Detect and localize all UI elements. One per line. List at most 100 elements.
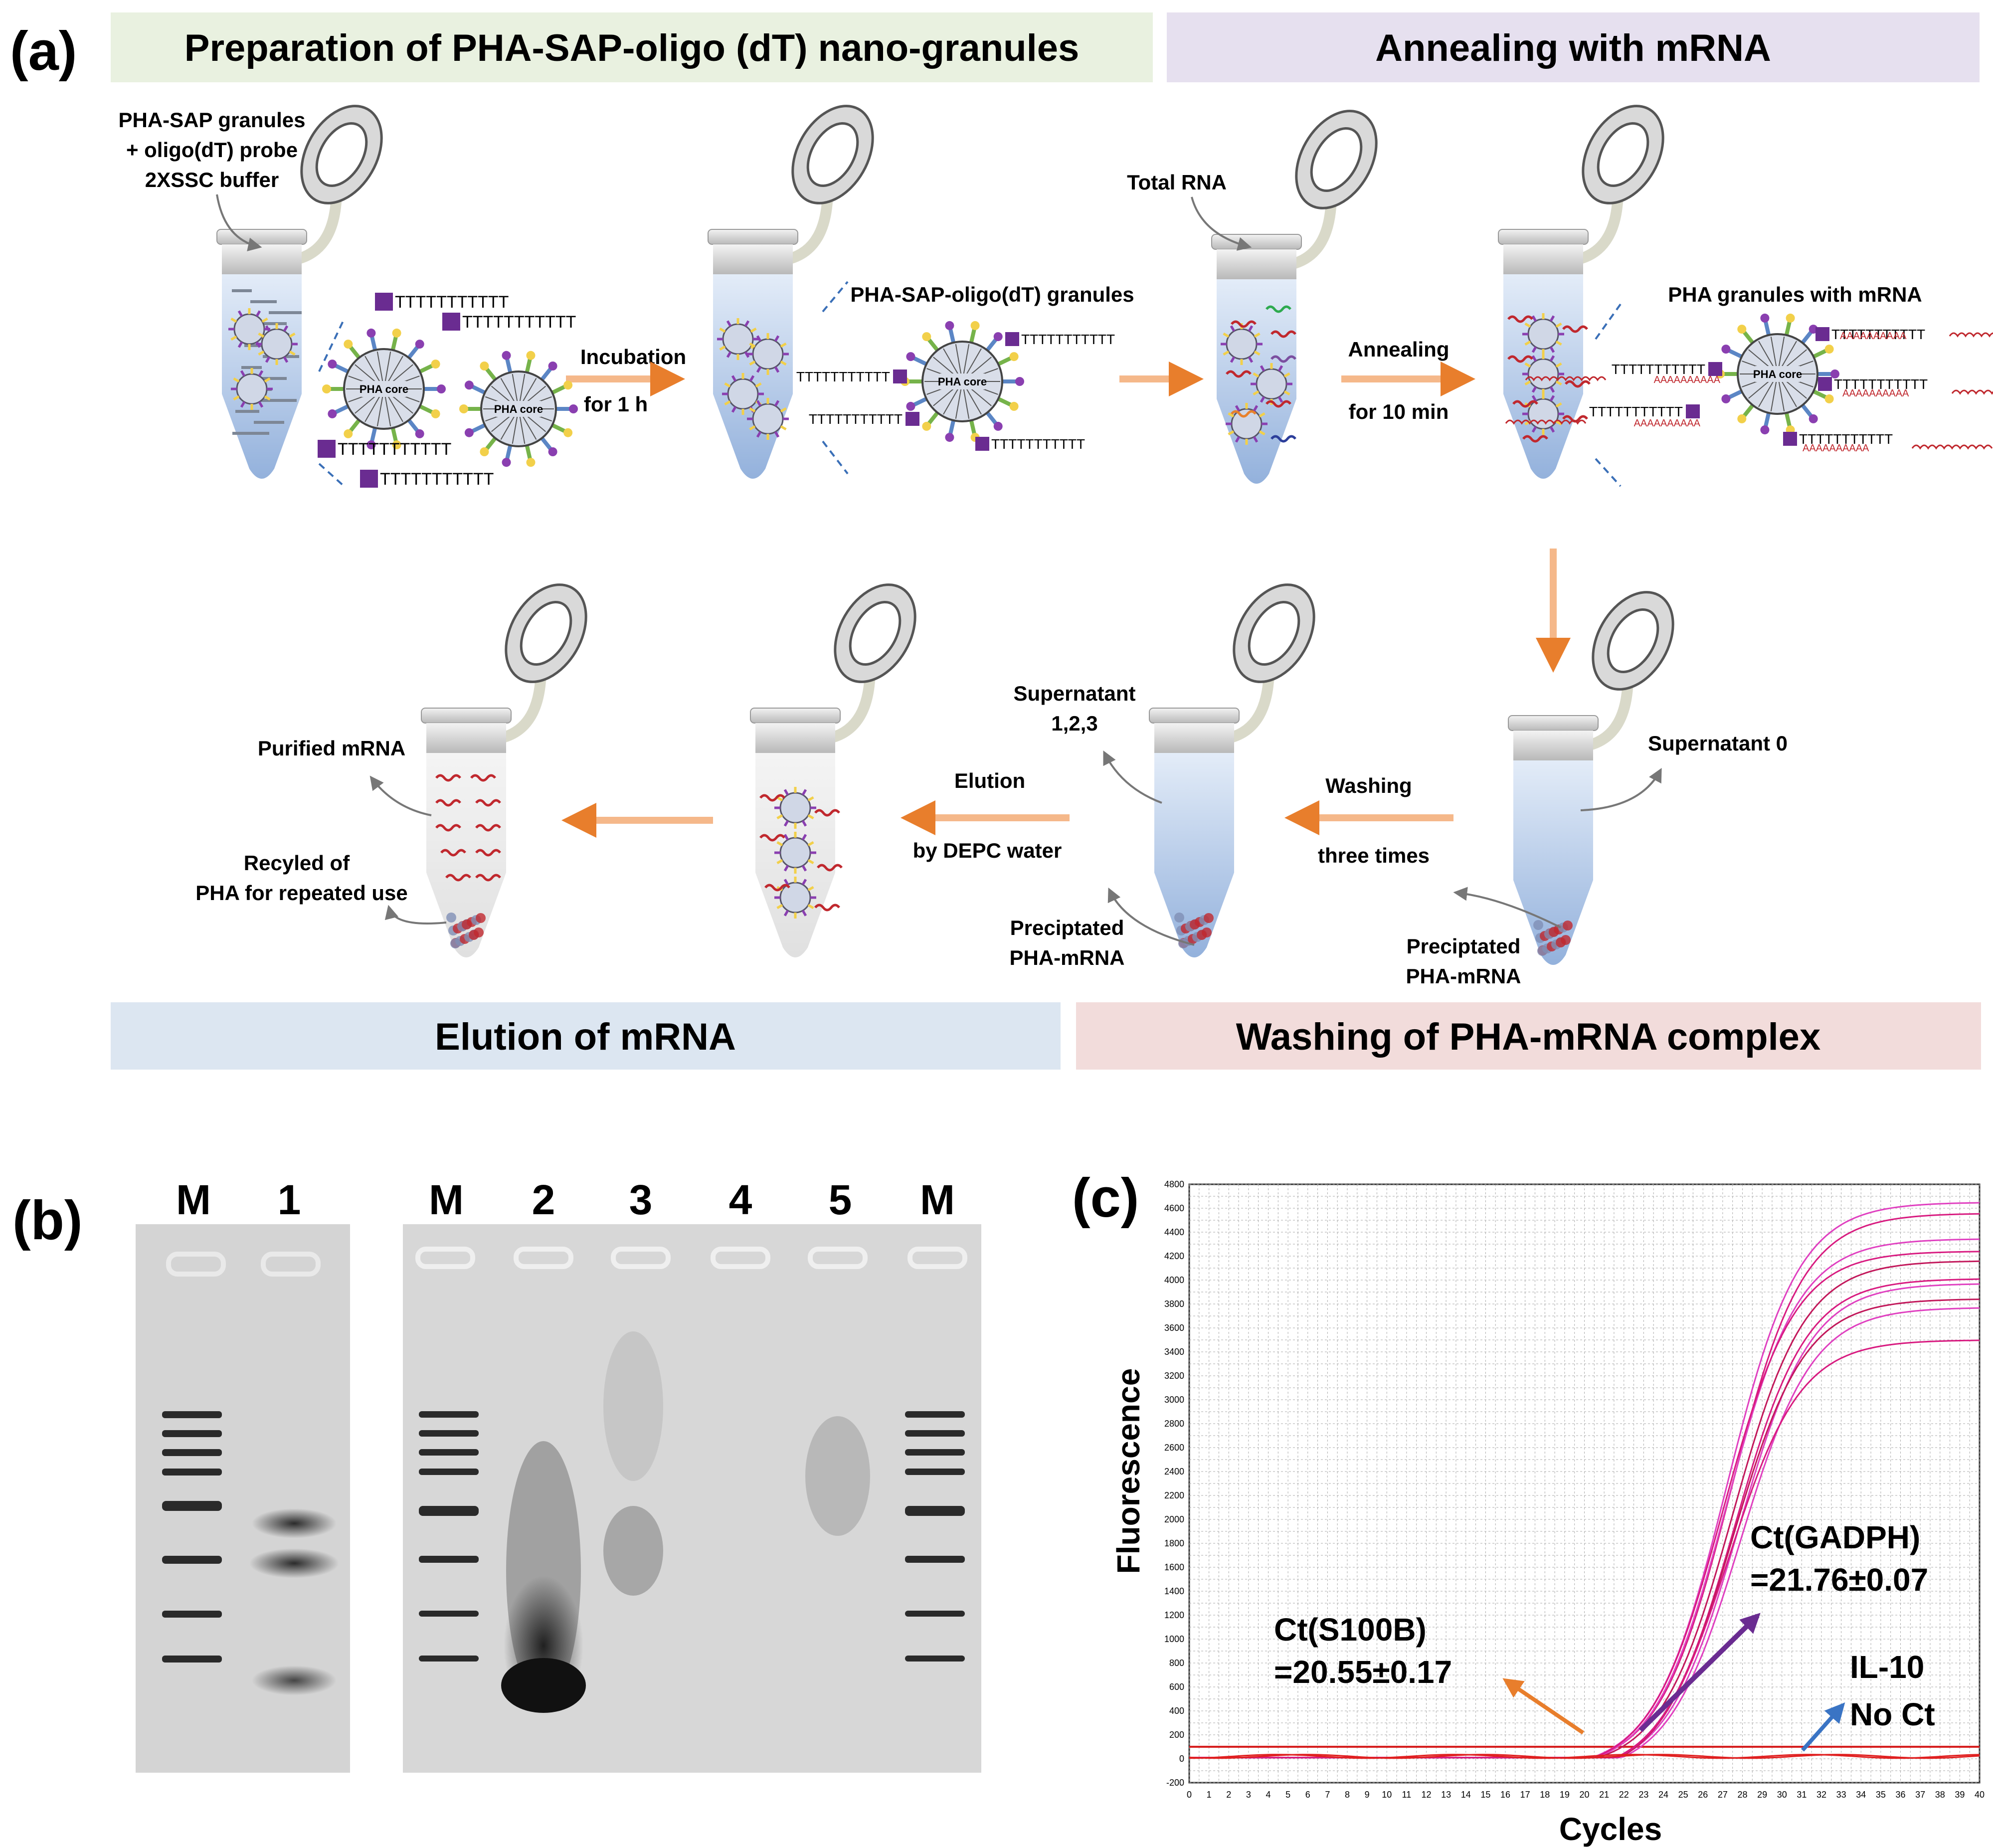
x-tick-label: 3: [1246, 1790, 1251, 1800]
y-tick-label: 4000: [1164, 1275, 1184, 1285]
step1-label-1: Incubation: [580, 345, 686, 369]
gel2-lane-m1: M: [429, 1176, 464, 1223]
x-tick-label: 15: [1480, 1790, 1490, 1800]
loose-oligo-probe: [318, 440, 336, 458]
x-tick-label: 9: [1365, 1790, 1370, 1800]
zoom-connector: [318, 463, 345, 487]
y-tick-label: 4800: [1164, 1179, 1184, 1189]
loose-oligo-probe: [360, 470, 378, 488]
gel2-ladder-band: [905, 1611, 965, 1617]
y-tick-label: 3200: [1164, 1371, 1184, 1381]
polyA-label: AAAAAAAAAA: [1840, 331, 1907, 342]
x-tick-label: 29: [1757, 1790, 1767, 1800]
gel-1: [136, 1224, 350, 1773]
gel1-band-28s: [252, 1508, 337, 1538]
y-tick-label: 1600: [1164, 1562, 1184, 1572]
gel2-ladder-band: [905, 1411, 965, 1418]
y-tick-label: 4200: [1164, 1251, 1184, 1261]
pha-core-label: PHA core: [360, 383, 408, 395]
x-tick-label: 10: [1382, 1790, 1392, 1800]
lane3-smear: [603, 1506, 663, 1596]
y-tick-label: 3600: [1164, 1323, 1184, 1333]
annot-il10-2: No Ct: [1850, 1696, 1935, 1732]
x-tick-label: 1: [1207, 1790, 1212, 1800]
pointers-row2: [369, 750, 1662, 946]
precip-mid-1: Preciptated: [1010, 916, 1124, 939]
x-tick-label: 39: [1955, 1790, 1965, 1800]
x-tick-label: 23: [1638, 1790, 1648, 1800]
gel2-ladder-band: [419, 1656, 479, 1662]
oligo-anchor: [1818, 377, 1832, 391]
granule-pha-sap-2: PHA core: [459, 351, 578, 467]
x-tick-label: 33: [1836, 1790, 1846, 1800]
supernatant123-1: Supernatant: [1013, 682, 1135, 705]
x-tick-label: 2: [1226, 1790, 1231, 1800]
x-tick-label: 25: [1678, 1790, 1688, 1800]
panel-b-label: (b): [12, 1190, 82, 1251]
tube1-label-1: PHA-SAP granules: [119, 108, 306, 132]
x-tick-label: 6: [1305, 1790, 1310, 1800]
tube-washed: [1149, 583, 1315, 957]
amplification-curve: [1189, 1754, 1980, 1759]
step4-label-2: by DEPC water: [913, 839, 1062, 862]
granule-with-mrna: PHA coreTTTTTTTTTTTTTTTTTTTTTTTTTTTTTTTT…: [1505, 313, 1993, 454]
x-tick-label: 21: [1599, 1790, 1609, 1800]
gel1-lane-1: 1: [278, 1176, 301, 1223]
x-tick-label: 34: [1856, 1790, 1866, 1800]
oligo-anchor: [975, 437, 989, 451]
y-tick-label: 2600: [1164, 1443, 1184, 1453]
annot-gadph-1: Ct(GADPH): [1750, 1519, 1920, 1555]
x-tick-label: 22: [1619, 1790, 1629, 1800]
polyA-label: AAAAAAAAAA: [1654, 374, 1721, 385]
gel2-lane-m2: M: [920, 1176, 955, 1223]
tube-incubated: [708, 105, 874, 479]
recycled-2: PHA for repeated use: [195, 881, 408, 905]
y-tick-label: 0: [1179, 1754, 1184, 1764]
zoom-connector: [1595, 458, 1622, 487]
precip-right-1: Preciptated: [1407, 934, 1521, 958]
gel2-ladder-band: [905, 1469, 965, 1475]
x-tick-label: 24: [1658, 1790, 1668, 1800]
zoom-connector: [1595, 303, 1622, 340]
oligo-anchor: [893, 370, 907, 383]
polyT-label: TTTTTTTTTTT: [796, 369, 890, 384]
x-tick-label: 40: [1975, 1790, 1985, 1800]
y-tick-label: 1200: [1164, 1610, 1184, 1620]
y-tick-label: 2400: [1164, 1467, 1184, 1477]
annot-gadph-2: =21.76±0.07: [1750, 1562, 1928, 1598]
panel-b: (b) M 1 M 2 3 4 5 M: [12, 1176, 981, 1773]
x-tick-label: 13: [1441, 1790, 1451, 1800]
x-tick-label: 30: [1777, 1790, 1787, 1800]
tube-total-rna: [1211, 110, 1378, 484]
step3-label-2: three times: [1318, 844, 1430, 867]
gel-2: [403, 1224, 981, 1773]
x-tick-label: 7: [1325, 1790, 1330, 1800]
with-mrna-label: PHA granules with mRNA: [1668, 283, 1922, 306]
annot-s100b-2: =20.55±0.17: [1274, 1654, 1452, 1690]
gel2-ladder-band: [419, 1430, 479, 1437]
precip-mid-2: PHA-mRNA: [1010, 946, 1125, 969]
gel2-ladder-band: [419, 1449, 479, 1456]
tube-purified: [421, 583, 587, 957]
gel1-lane-m: M: [176, 1176, 211, 1223]
gel2-ladder-band: [419, 1411, 479, 1418]
gel1-ladder-band: [162, 1449, 222, 1456]
y-tick-label: 400: [1169, 1706, 1184, 1716]
x-tick-label: 5: [1285, 1790, 1290, 1800]
total-rna-label: Total RNA: [1127, 171, 1227, 194]
step-arrows: [561, 362, 1571, 838]
lane3-smear: [603, 1331, 663, 1481]
gel2-ladder-band: [905, 1556, 965, 1563]
gel2-lane-5: 5: [829, 1176, 852, 1223]
gel2-ladder-band: [419, 1506, 479, 1516]
gel1-ladder-band: [162, 1611, 222, 1618]
oligo-anchor: [1783, 432, 1797, 446]
x-tick-label: 14: [1461, 1790, 1471, 1800]
y-tick-label: 1400: [1164, 1586, 1184, 1596]
gel2-ladder-band: [905, 1506, 965, 1516]
polyA-label: AAAAAAAAAA: [1634, 418, 1701, 429]
banner-anneal: [1167, 12, 1980, 82]
y-tick-label: 2000: [1164, 1514, 1184, 1524]
polyT-label: TTTTTTTTTTT: [395, 293, 509, 312]
